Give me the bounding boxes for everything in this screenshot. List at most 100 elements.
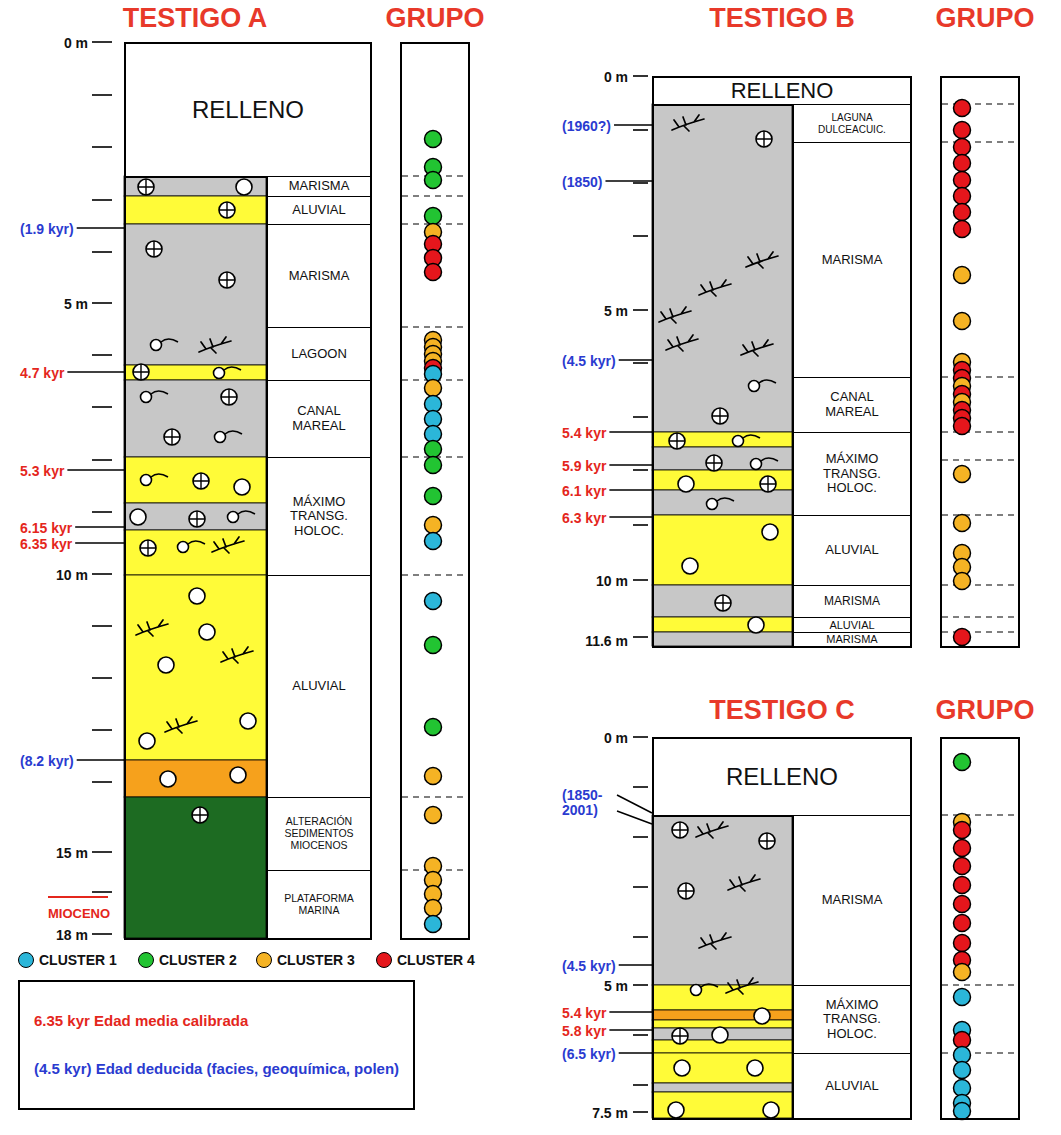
text-holder: MARISMA xyxy=(289,269,350,284)
pebble-symbol xyxy=(668,1102,684,1118)
core-title: TESTIGO A xyxy=(123,5,268,32)
facies-label: CANAL MAREAL xyxy=(278,404,360,433)
symbol-tail xyxy=(224,367,241,370)
label-holder: (6.5 kyr) xyxy=(562,1045,616,1063)
cluster-dot xyxy=(954,1062,971,1079)
text-holder: LAGUNA DULCEACUIC. xyxy=(804,112,900,134)
depth-tick xyxy=(92,573,112,575)
cluster-dot xyxy=(425,131,442,148)
symbol-root xyxy=(659,307,691,323)
facies-cell: ALUVIAL xyxy=(792,617,910,632)
symbol-circle xyxy=(672,822,688,838)
symbol-cross xyxy=(192,807,208,823)
shell-symbol xyxy=(749,380,777,392)
dashed-boundary xyxy=(942,814,1018,815)
symbol-circle xyxy=(733,436,744,447)
label-holder: 6.15 kyr xyxy=(20,519,72,537)
facies-cell: CANAL MAREAL xyxy=(266,380,370,457)
dashed-boundary xyxy=(402,796,468,797)
depth-tick xyxy=(633,129,648,131)
root-symbol xyxy=(699,280,731,296)
sediment-layer xyxy=(652,1083,792,1092)
label-holder: 10 m xyxy=(508,572,628,590)
core-title: TESTIGO B xyxy=(709,5,855,32)
facies-cell: ALUVIAL xyxy=(266,575,370,797)
bioclast-symbol xyxy=(756,131,772,147)
pebble-symbol xyxy=(199,624,215,640)
symbol-tail xyxy=(161,339,178,342)
age-legend-text: 6.35 kyr Edad media calibrada xyxy=(34,1012,399,1030)
label-holder: 5.3 kyr xyxy=(20,462,64,480)
depth-tick xyxy=(633,309,648,311)
depth-tick xyxy=(633,984,648,986)
text-holder: MARISMA xyxy=(824,595,880,608)
cluster-dot xyxy=(425,488,442,505)
cluster-dot xyxy=(954,418,971,435)
shell-symbol xyxy=(178,541,206,553)
facies-label: ALUVIAL xyxy=(829,619,874,631)
symbol-circle xyxy=(151,340,162,351)
cluster-dot xyxy=(954,155,971,172)
legend-item: CLUSTER 1 xyxy=(18,950,117,970)
dashed-boundary xyxy=(942,431,1018,432)
depth-label: 11.6 m xyxy=(585,633,628,649)
text-holder: RELLENO xyxy=(731,80,834,102)
symbol-circle xyxy=(747,1060,763,1076)
symbol-circle xyxy=(189,588,205,604)
legend-text: CLUSTER 2 xyxy=(159,952,237,968)
cluster-dot xyxy=(425,208,442,225)
cluster-column: GRUPO xyxy=(400,42,470,940)
pebble-symbol xyxy=(762,524,778,540)
root-symbol xyxy=(666,335,698,351)
symbol-cross xyxy=(164,429,180,445)
depth-tick xyxy=(633,936,648,938)
bioclast-symbol xyxy=(669,433,685,449)
shell-symbol xyxy=(228,511,256,523)
sediment-column xyxy=(652,104,792,646)
symbol-circle xyxy=(759,833,775,849)
cluster-dot xyxy=(425,533,442,550)
core-column: TESTIGO BRELLENOLAGUNA DULCEACUIC.MARISM… xyxy=(652,76,912,648)
text-holder: ALUVIAL xyxy=(825,1079,878,1094)
age-label: (1850- 2001) xyxy=(562,788,614,818)
label-holder: (8.2 kyr) xyxy=(20,752,74,770)
facies-cell: ALUVIAL xyxy=(792,515,910,585)
cluster-dot xyxy=(425,900,442,917)
label-holder: 5.9 kyr xyxy=(562,457,606,475)
symbol-cross xyxy=(715,595,731,611)
symbol-circle xyxy=(141,475,152,486)
bioclast-symbol xyxy=(712,408,728,424)
pebble-symbol xyxy=(189,588,205,604)
symbol-root xyxy=(696,822,728,838)
symbol-circle xyxy=(160,771,176,787)
text-holder: ALUVIAL xyxy=(825,543,878,558)
facies-label: MÁXIMO TRANSG. HOLOC. xyxy=(804,998,900,1042)
label-holder: 4.7 kyr xyxy=(20,364,64,382)
depth-tick xyxy=(633,416,648,418)
facies-label: MÁXIMO TRANSG. HOLOC. xyxy=(804,452,900,496)
dashed-boundary xyxy=(942,984,1018,985)
symbol-circle xyxy=(754,1008,770,1024)
symbol-circle xyxy=(682,558,698,574)
age-label: 5.4 kyr xyxy=(562,1005,606,1021)
cluster-column: GRUPO xyxy=(940,737,1020,1120)
facies-cell: ALUVIAL xyxy=(266,196,370,224)
shell-symbol xyxy=(751,458,779,470)
pebble-symbol xyxy=(748,617,764,633)
fill-label: RELLENO xyxy=(731,80,834,102)
label-holder: (4.5 kyr) xyxy=(562,957,616,975)
fill-label: RELLENO xyxy=(192,98,304,122)
symbol-cross xyxy=(759,833,775,849)
depth-tick xyxy=(633,636,648,638)
symbol-root xyxy=(726,978,758,994)
depth-tick xyxy=(633,469,648,471)
age-leader xyxy=(67,371,124,373)
shell-symbol xyxy=(151,339,179,351)
symbol-circle xyxy=(228,512,239,523)
group-title: GRUPO xyxy=(385,5,484,32)
depth-tick xyxy=(92,677,112,679)
sediment-layer xyxy=(652,1092,792,1118)
shell-symbol xyxy=(733,435,761,447)
symbol-cross xyxy=(189,511,205,527)
age-label: 5.4 kyr xyxy=(562,425,606,441)
